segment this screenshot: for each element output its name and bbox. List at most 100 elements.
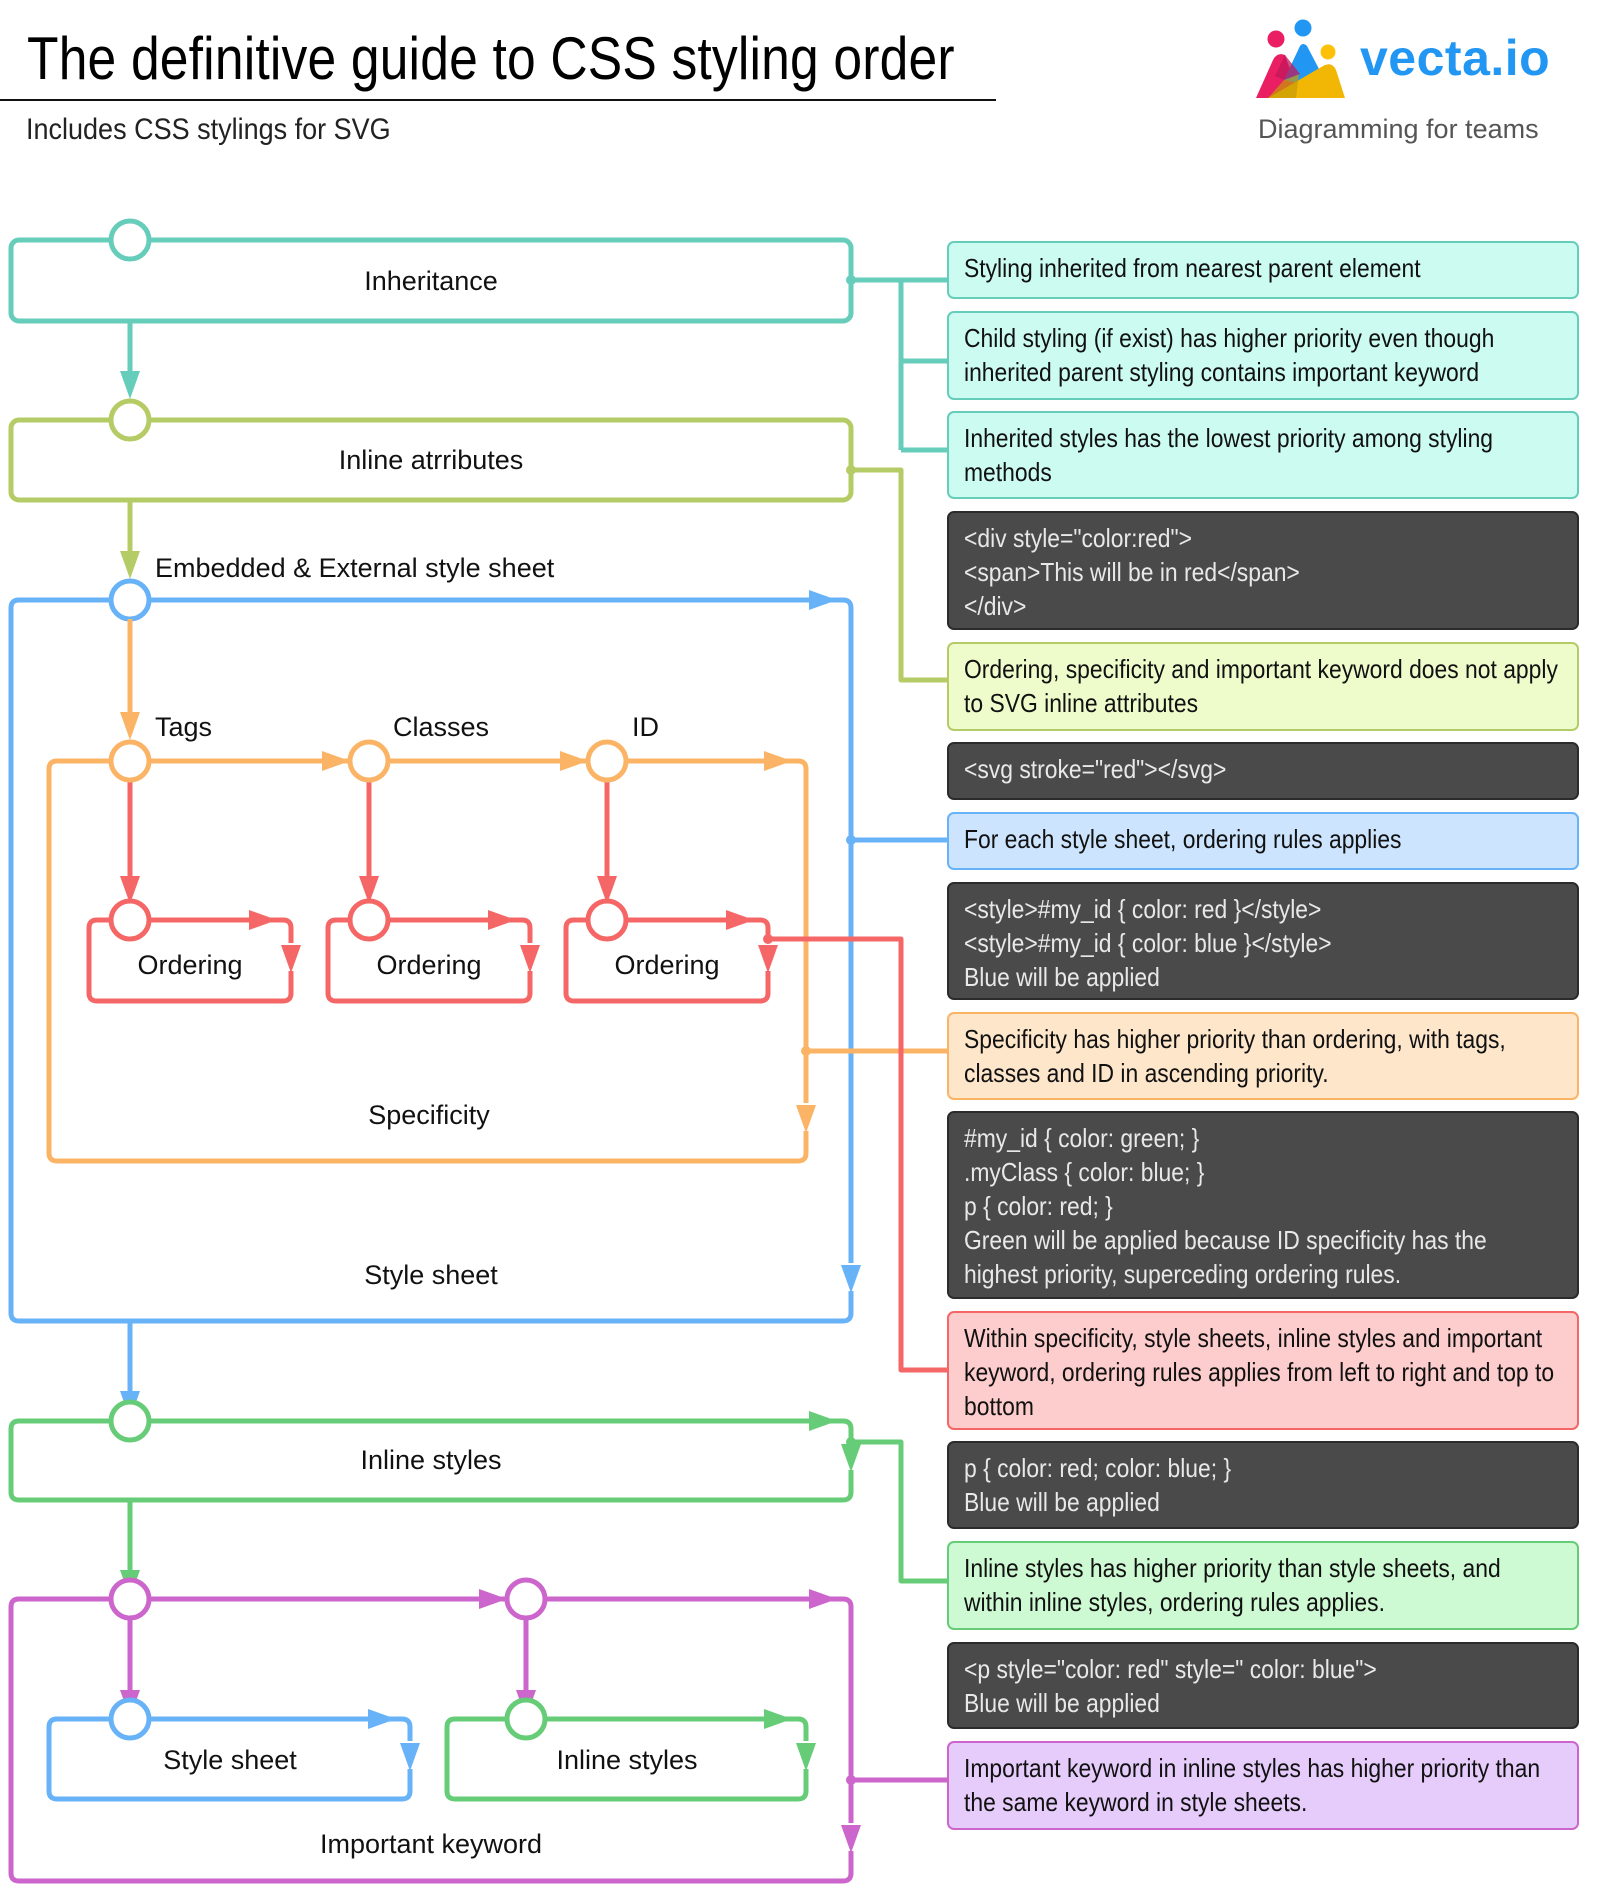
important-inline-styles-node	[504, 1697, 548, 1741]
ordering-tags-box-frame	[86, 917, 294, 1004]
brand-name[interactable]: vecta.io	[1360, 30, 1551, 86]
style-sheet-box-top-arrow	[809, 590, 837, 610]
important-inline-styles-box-frame	[444, 1716, 809, 1802]
inline-attributes-box	[8, 417, 854, 503]
ordering-tags-box-corner	[269, 917, 294, 934]
code-example-card: <svg stroke="red"></svg>	[947, 742, 1579, 800]
logo-overlap-2	[1275, 55, 1300, 80]
title-underline	[0, 99, 996, 101]
vecta-logo-icon	[1256, 19, 1345, 98]
note-card: Specificity has higher priority than ord…	[947, 1012, 1579, 1100]
important-style-sheet-label: Style sheet	[163, 1745, 297, 1775]
note-card: Styling inherited from nearest parent el…	[947, 241, 1579, 299]
ordering-id-box-frame	[563, 917, 771, 1004]
ordering-label-classes: Ordering	[376, 950, 481, 980]
ordering-classes-box-top-arrow	[488, 910, 516, 930]
style-sheet-node	[108, 578, 152, 622]
inline-styles-box-top-arrow	[809, 1411, 837, 1431]
ordering-label-id: Ordering	[614, 950, 719, 980]
code-example-card: <p style="color: red" style=" color: blu…	[947, 1642, 1579, 1729]
code-example-card: <style>#my_id { color: red }</style> <st…	[947, 882, 1579, 1000]
ordering-classes-node	[347, 898, 391, 942]
note-card: Within specificity, style sheets, inline…	[947, 1311, 1579, 1430]
note-text: Specificity has higher priority than ord…	[964, 1024, 1506, 1088]
important-inline-styles-label: Inline styles	[556, 1745, 697, 1775]
tags-label: Tags	[155, 712, 212, 742]
logo-blue-dot	[1294, 19, 1312, 37]
important-keyword-node	[108, 1577, 152, 1621]
code-text: <style>#my_id { color: red }</style> <st…	[964, 894, 1332, 992]
important-inline-styles-box-side-arrow	[796, 1743, 816, 1771]
note-card: Ordering, specificity and important keyw…	[947, 642, 1579, 731]
ordering-connector-dot	[763, 934, 773, 944]
important-connector-dot	[846, 1775, 856, 1785]
inheritance-label: Inheritance	[364, 266, 498, 296]
id-label: ID	[632, 712, 659, 742]
important-inline-styles-box-top-arrow	[764, 1709, 792, 1729]
inline-attributes-label: Inline atrributes	[339, 445, 524, 475]
note-text: For each style sheet, ordering rules app…	[964, 824, 1402, 854]
embedded-external-label: Embedded & External style sheet	[155, 553, 555, 583]
code-example-card: <div style="color:red"> <span>This will …	[947, 511, 1579, 630]
important-style-sheet-box-frame	[46, 1716, 413, 1802]
ordering-id-box-top-arrow	[726, 910, 754, 930]
important-style-sheet-node	[108, 1697, 152, 1741]
ordering-tags-box-side-arrow	[281, 945, 301, 973]
important-keyword-box-frame	[8, 1596, 854, 1884]
ordering-id-box-side-arrow	[758, 945, 778, 973]
classes-label: Classes	[393, 712, 489, 742]
tags-to-classes-arrow	[322, 751, 350, 771]
tags-node	[108, 739, 152, 783]
style-sheet-box-frame	[8, 597, 854, 1324]
brand-tagline: Diagramming for teams	[1258, 114, 1539, 144]
classes-to-id-arrow	[560, 751, 588, 771]
ordering-id-arrow	[597, 876, 617, 904]
note-text: Important keyword in inline styles has h…	[964, 1753, 1541, 1817]
inline-styles-box-frame	[8, 1418, 854, 1503]
ordering-id-box-corner	[746, 917, 771, 934]
inline-styles-connector-dot	[846, 1437, 856, 1447]
code-example-card: #my_id { color: green; } .myClass { colo…	[947, 1111, 1579, 1299]
note-text: Child styling (if exist) has higher prio…	[964, 323, 1495, 387]
note-card: Inline styles has higher priority than s…	[947, 1541, 1579, 1630]
important-keyword-label: Important keyword	[320, 1829, 542, 1859]
specificity-box-frame	[46, 758, 809, 1164]
ordering-connector	[768, 936, 951, 1373]
ordering-tags-node	[108, 898, 152, 942]
important-inline-styles-box-corner	[784, 1716, 809, 1733]
important-keyword-box-top-arrow	[809, 1589, 837, 1609]
specificity-label: Specificity	[368, 1100, 490, 1130]
classes-node	[347, 739, 391, 783]
note-card: Important keyword in inline styles has h…	[947, 1741, 1579, 1830]
ordering-tags-arrow	[120, 876, 140, 904]
inheritance-to-inline-arrow	[120, 371, 140, 399]
ordering-classes-box-corner	[508, 917, 533, 934]
inline-to-stylesheet-arrow	[120, 551, 140, 579]
note-text: Ordering, specificity and important keyw…	[964, 654, 1558, 718]
page-title: The definitive guide to CSS styling orde…	[27, 25, 955, 92]
logo-overlap	[1268, 74, 1299, 98]
code-text: <svg stroke="red"></svg>	[964, 754, 1227, 784]
code-text: #my_id { color: green; } .myClass { colo…	[964, 1123, 1487, 1289]
diagram-shapes	[8, 218, 956, 1884]
ordering-id-node	[585, 898, 629, 942]
important-style-sheet-box-corner	[388, 1716, 413, 1733]
code-text: p { color: red; color: blue; } Blue will…	[964, 1453, 1232, 1517]
specificity-box-side-arrow	[796, 1105, 816, 1133]
page-subtitle: Includes CSS stylings for SVG	[26, 113, 391, 146]
inheritance-connector-dot	[846, 275, 856, 285]
style-sheet-label: Style sheet	[364, 1260, 498, 1290]
inline-styles-node	[108, 1399, 152, 1443]
note-text: Styling inherited from nearest parent el…	[964, 253, 1421, 283]
note-text: Inline styles has higher priority than s…	[964, 1553, 1501, 1617]
note-card: For each style sheet, ordering rules app…	[947, 812, 1579, 870]
specificity-box-top-arrow	[764, 751, 792, 771]
note-text: Inherited styles has the lowest priority…	[964, 423, 1494, 487]
inline-attributes-connector	[851, 467, 951, 683]
stylesheet-to-tags-arrow	[120, 712, 140, 740]
style-sheet-box-side-arrow	[841, 1265, 861, 1293]
important-keyword-box-side-arrow	[841, 1825, 861, 1853]
style-sheet-connector-dot	[846, 835, 856, 845]
code-text: <div style="color:red"> <span>This will …	[964, 523, 1300, 621]
